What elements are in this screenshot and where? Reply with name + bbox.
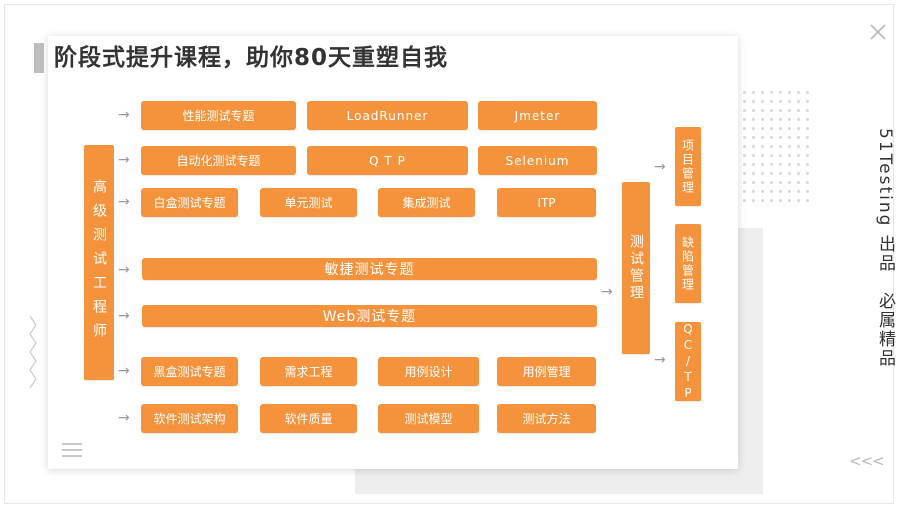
course-project-management[interactable]: 项目管理 [675,127,701,206]
dot-pattern-decoration [740,88,810,206]
chevrons-left-icon[interactable]: <<< [849,452,885,470]
course-integration-testing[interactable]: 集成测试 [378,188,475,217]
arrow-row4: → [118,262,130,278]
arrow-row3: → [118,194,130,210]
course-web-testing[interactable]: Web测试专题 [142,305,597,327]
course-blackbox-testing[interactable]: 黑盒测试专题 [141,357,238,386]
arrow-row2: → [118,152,130,168]
arrow-to-test-management: → [601,284,613,300]
arrow-row6: → [118,363,130,379]
page-title: 阶段式提升课程，助你80天重塑自我 [54,45,449,71]
arrow-to-qc-tp: → [654,352,666,368]
course-unit-testing[interactable]: 单元测试 [260,188,357,217]
arrow-row5: → [118,308,130,324]
course-qc-tp[interactable]: QC/TP [675,322,701,402]
arrow-row7: → [118,410,130,426]
course-loadrunner[interactable]: LoadRunner [307,101,468,130]
course-qtp[interactable]: Q T P [307,146,468,175]
close-icon[interactable] [868,22,888,42]
arrow-row1: → [118,107,130,123]
side-caption: 51Testing 出品 必属精品 [875,128,895,368]
course-jmeter[interactable]: Jmeter [478,101,597,130]
course-selenium[interactable]: Selenium [478,146,597,175]
course-whitebox-testing[interactable]: 白盒测试专题 [141,188,238,217]
test-management-column[interactable]: 测试管理 [622,182,650,354]
course-automation-testing[interactable]: 自动化测试专题 [141,146,296,175]
course-test-methods[interactable]: 测试方法 [497,404,596,433]
course-performance-testing[interactable]: 性能测试专题 [141,101,296,130]
course-defect-management[interactable]: 缺陷管理 [675,224,701,303]
course-agile-testing[interactable]: 敏捷测试专题 [142,258,597,280]
title-accent-bar [34,43,44,73]
course-requirements-engineering[interactable]: 需求工程 [260,357,357,386]
arrow-to-project-management: → [654,159,666,175]
course-test-case-design[interactable]: 用例设计 [378,357,479,386]
course-test-case-management[interactable]: 用例管理 [497,357,596,386]
course-test-architecture[interactable]: 软件测试架构 [141,404,238,433]
zigzag-decoration [29,316,37,388]
course-test-model[interactable]: 测试模型 [378,404,479,433]
course-itp[interactable]: ITP [497,188,596,217]
course-software-quality[interactable]: 软件质量 [260,404,357,433]
advanced-test-engineer-column[interactable]: 高级测试工程师 [84,145,114,380]
hamburger-icon[interactable] [62,443,82,457]
